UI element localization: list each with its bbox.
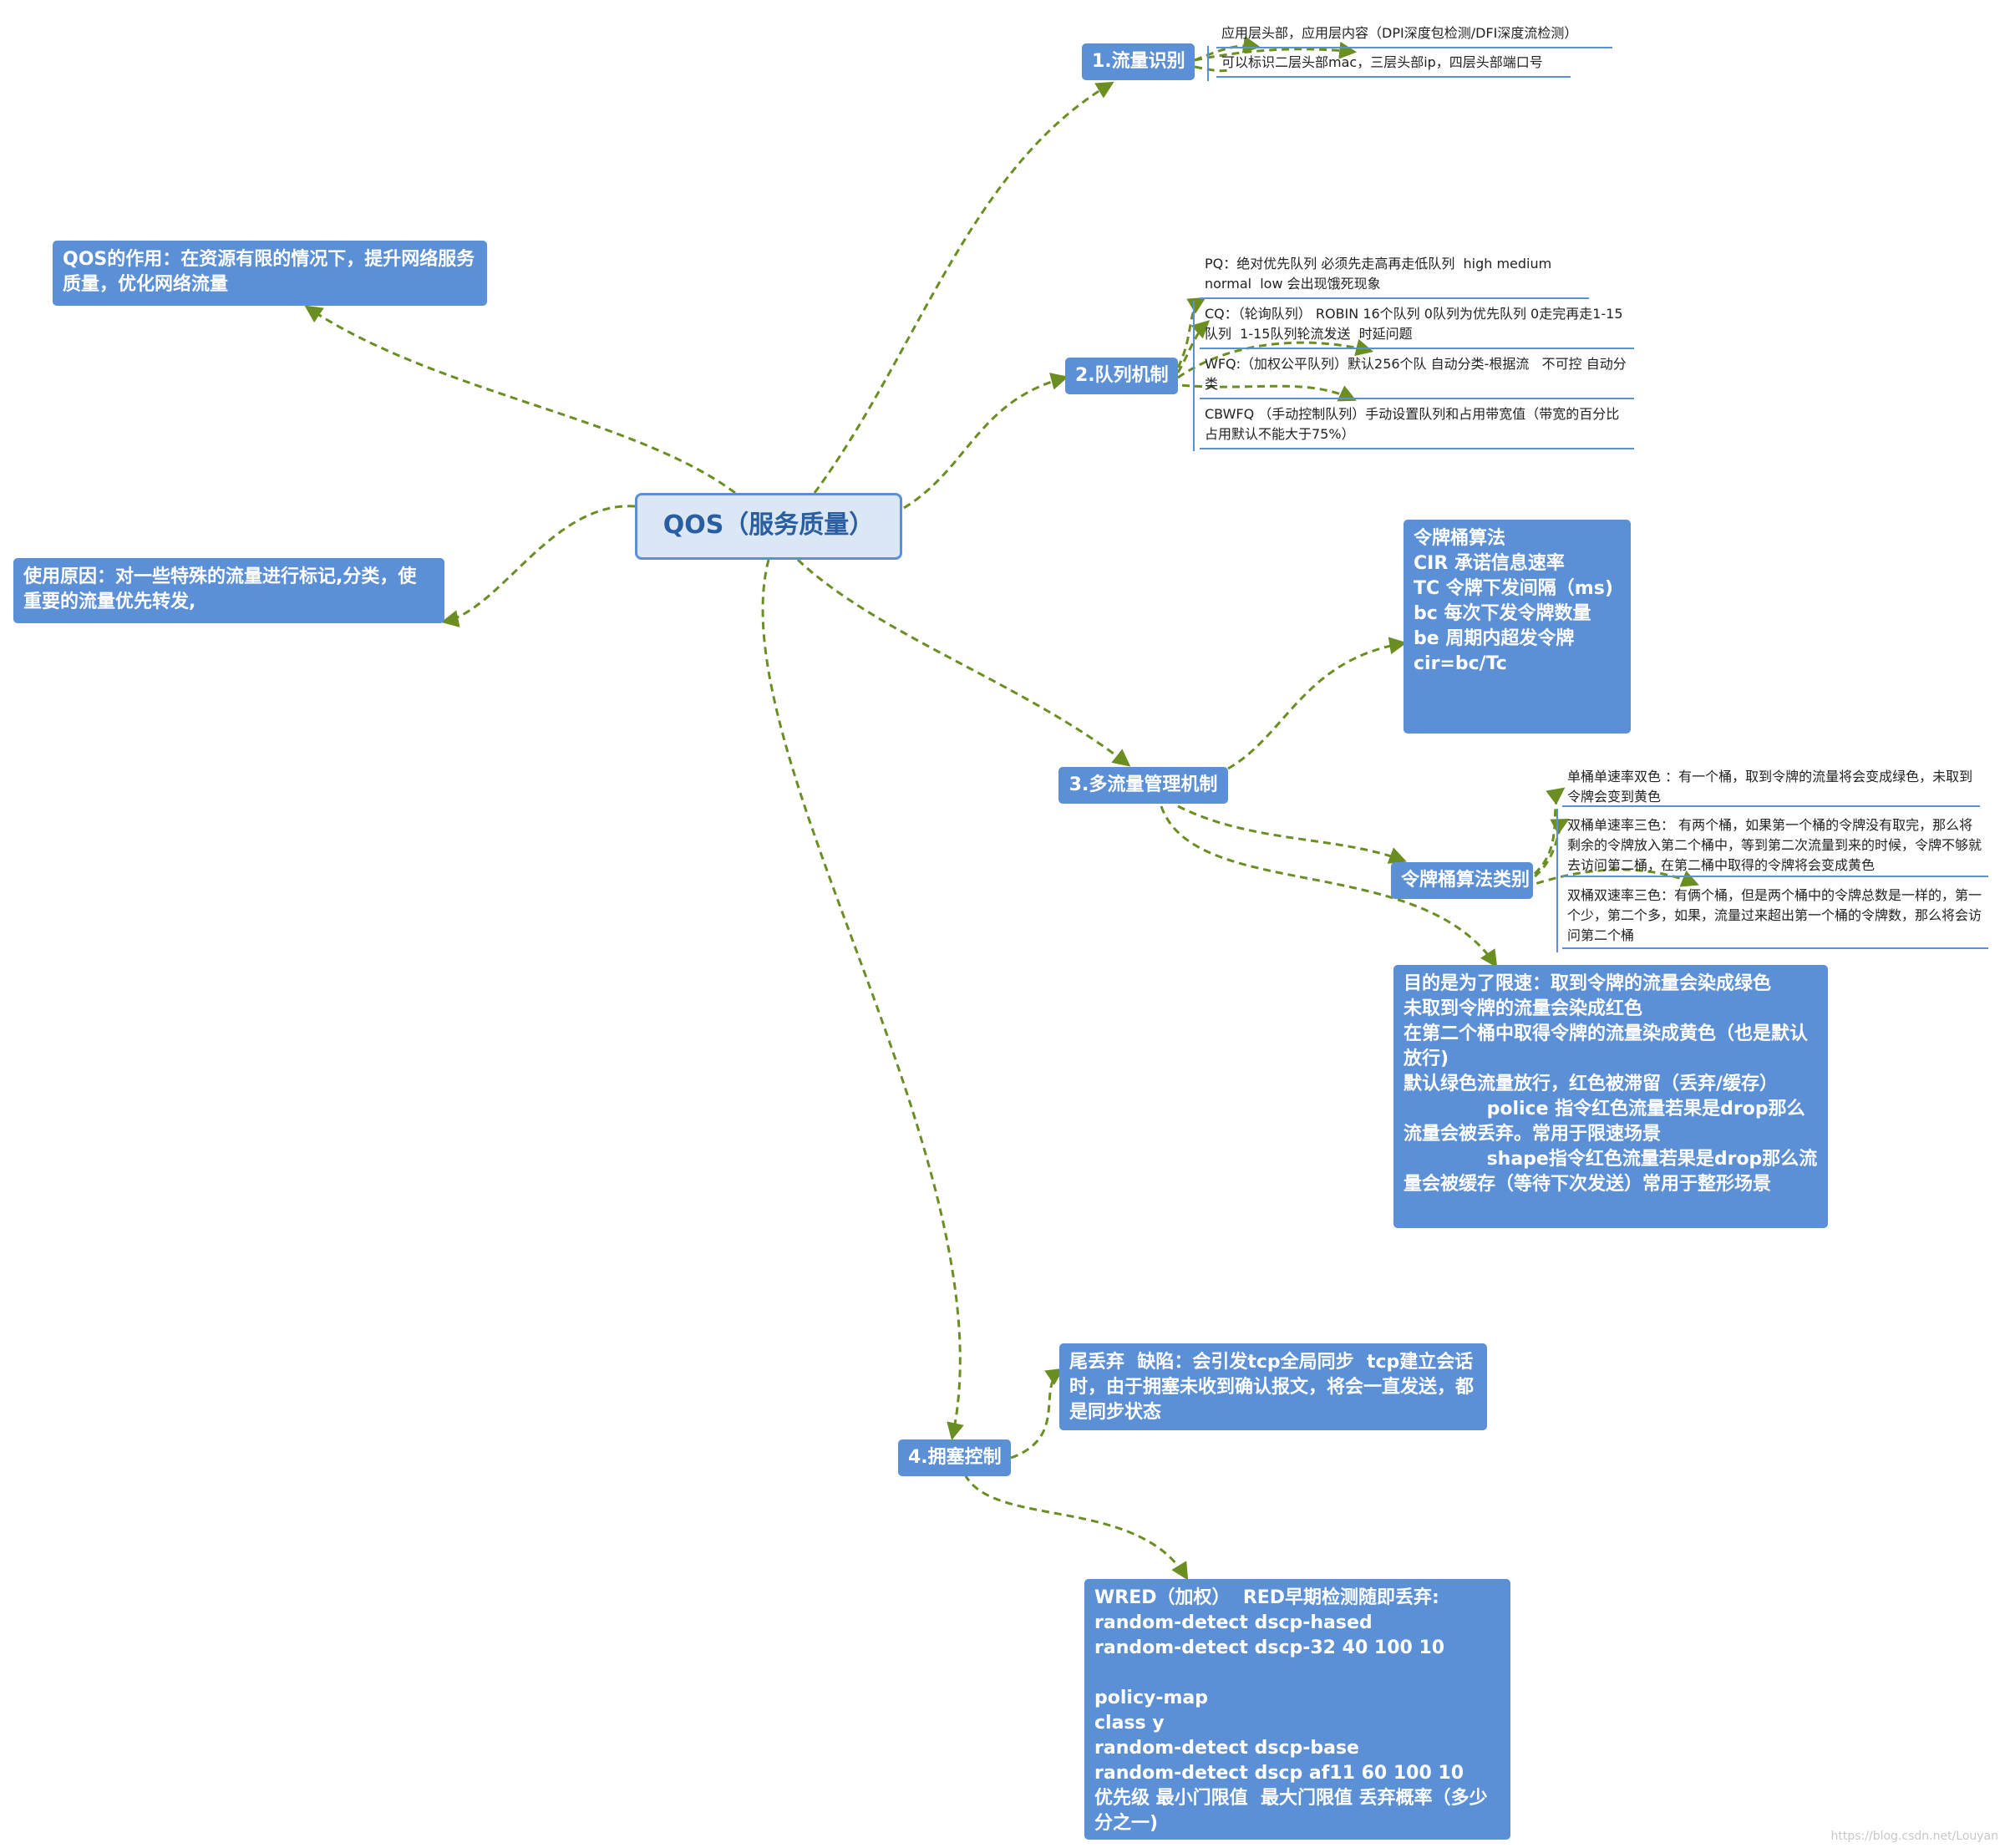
edge-b3-token	[1227, 637, 1408, 770]
usage-reason-note[interactable]: 使用原因：对一些特殊的流量进行标记,分类，使重要的流量优先转发,	[13, 558, 444, 623]
queue-note-pq: PQ：绝对优先队列 必须先走高再走低队列 high medium normal …	[1200, 254, 1589, 299]
token-type-dual-bucket-dual-rate: 双桶双速率三色：有俩个桶，但是两个桶中的令牌总数是一样的，第一个少，第二个多，如…	[1562, 886, 1988, 949]
qos-purpose-note[interactable]: QOS的作用：在资源有限的情况下，提升网络服务质量，优化网络流量	[53, 241, 487, 306]
edge-root-branch3	[796, 558, 1131, 767]
edge-b2-pq	[1176, 297, 1206, 368]
token-bucket-algorithm-box[interactable]: 令牌桶算法 CIR 承诺信息速率 TC 令牌下发间隔（ms) bc 每次下发令牌…	[1404, 520, 1631, 734]
queue-note-wfq: WFQ:（加权公平队列）默认256个队 自动分类-根据流 不可控 自动分类	[1200, 354, 1634, 399]
branch1-note-header-fields: 可以标识二层头部mac，三层头部ip，四层头部端口号	[1216, 53, 1571, 78]
edge-b1-note1	[1194, 35, 1261, 62]
tail-drop-box[interactable]: 尾丢弃 缺陷：会引发tcp全局同步 tcp建立会话时，由于拥塞未收到确认报文，将…	[1059, 1343, 1487, 1430]
queue-note-cq: CQ：（轮询队列） ROBIN 16个队列 0队列为优先队列 0走完再走1-15…	[1200, 304, 1634, 349]
edge-b3-purpose	[1160, 805, 1498, 968]
branch-traffic-management[interactable]: 3.多流量管理机制	[1058, 767, 1228, 804]
edge-b1-note1b	[1194, 41, 1358, 62]
branch-queue-mechanism[interactable]: 2.队列机制	[1065, 358, 1178, 394]
edge-types-2	[1524, 819, 1570, 886]
token-type-dual-bucket-single-rate: 双桶单速率三色： 有两个桶，如果第一个桶的令牌没有取完，那么将剩余的令牌放入第二…	[1562, 815, 1988, 877]
edge-b1-note2	[1194, 65, 1229, 73]
watermark: https://blog.csdn.net/Louyan	[1830, 1830, 1998, 1843]
edge-b2-cbwfq	[1169, 383, 1357, 402]
edge-root-branch4	[761, 559, 964, 1441]
rate-limit-purpose-box[interactable]: 目的是为了限速：取到令牌的流量会染成绿色 未取到令牌的流量会染成红色 在第二个桶…	[1393, 965, 1828, 1228]
branch1-bracket	[1207, 46, 1209, 81]
types-bracket	[1556, 809, 1558, 952]
token-type-single-bucket: 单桶单速率双色 ：有一个桶，取到令牌的流量将会变成绿色，未取到令牌会变到黄色	[1562, 767, 1980, 807]
edge-root-branch1	[813, 81, 1114, 494]
branch-traffic-identification[interactable]: 1.流量识别	[1082, 43, 1195, 80]
branch-congestion-control[interactable]: 4.拥塞控制	[898, 1439, 1011, 1476]
edge-root-purpose	[304, 305, 736, 495]
edge-b4-wred	[963, 1474, 1189, 1581]
edge-root-branch2	[903, 373, 1069, 510]
edge-b3-types	[1177, 805, 1407, 864]
token-bucket-types-node[interactable]: 令牌桶算法类别	[1391, 862, 1533, 899]
queue-note-cbwfq: CBWFQ （手动控制队列）手动设置队列和占用带宽值（带宽的百分比占用默认不能大…	[1200, 404, 1634, 449]
edge-root-reason	[440, 505, 636, 627]
edge-types-1	[1524, 787, 1566, 883]
edge-b4-tail	[1010, 1368, 1064, 1460]
edge-b2-cq	[1176, 320, 1211, 373]
branch2-bracket	[1193, 301, 1195, 451]
root-node[interactable]: QOS（服务质量）	[635, 493, 902, 560]
branch1-note-app-layer: 应用层头部，应用层内容（DPI深度包检测/DFI深度流检测）	[1216, 23, 1612, 48]
wred-box[interactable]: WRED（加权） RED早期检测随即丢弃: random-detect dscp…	[1084, 1579, 1510, 1840]
